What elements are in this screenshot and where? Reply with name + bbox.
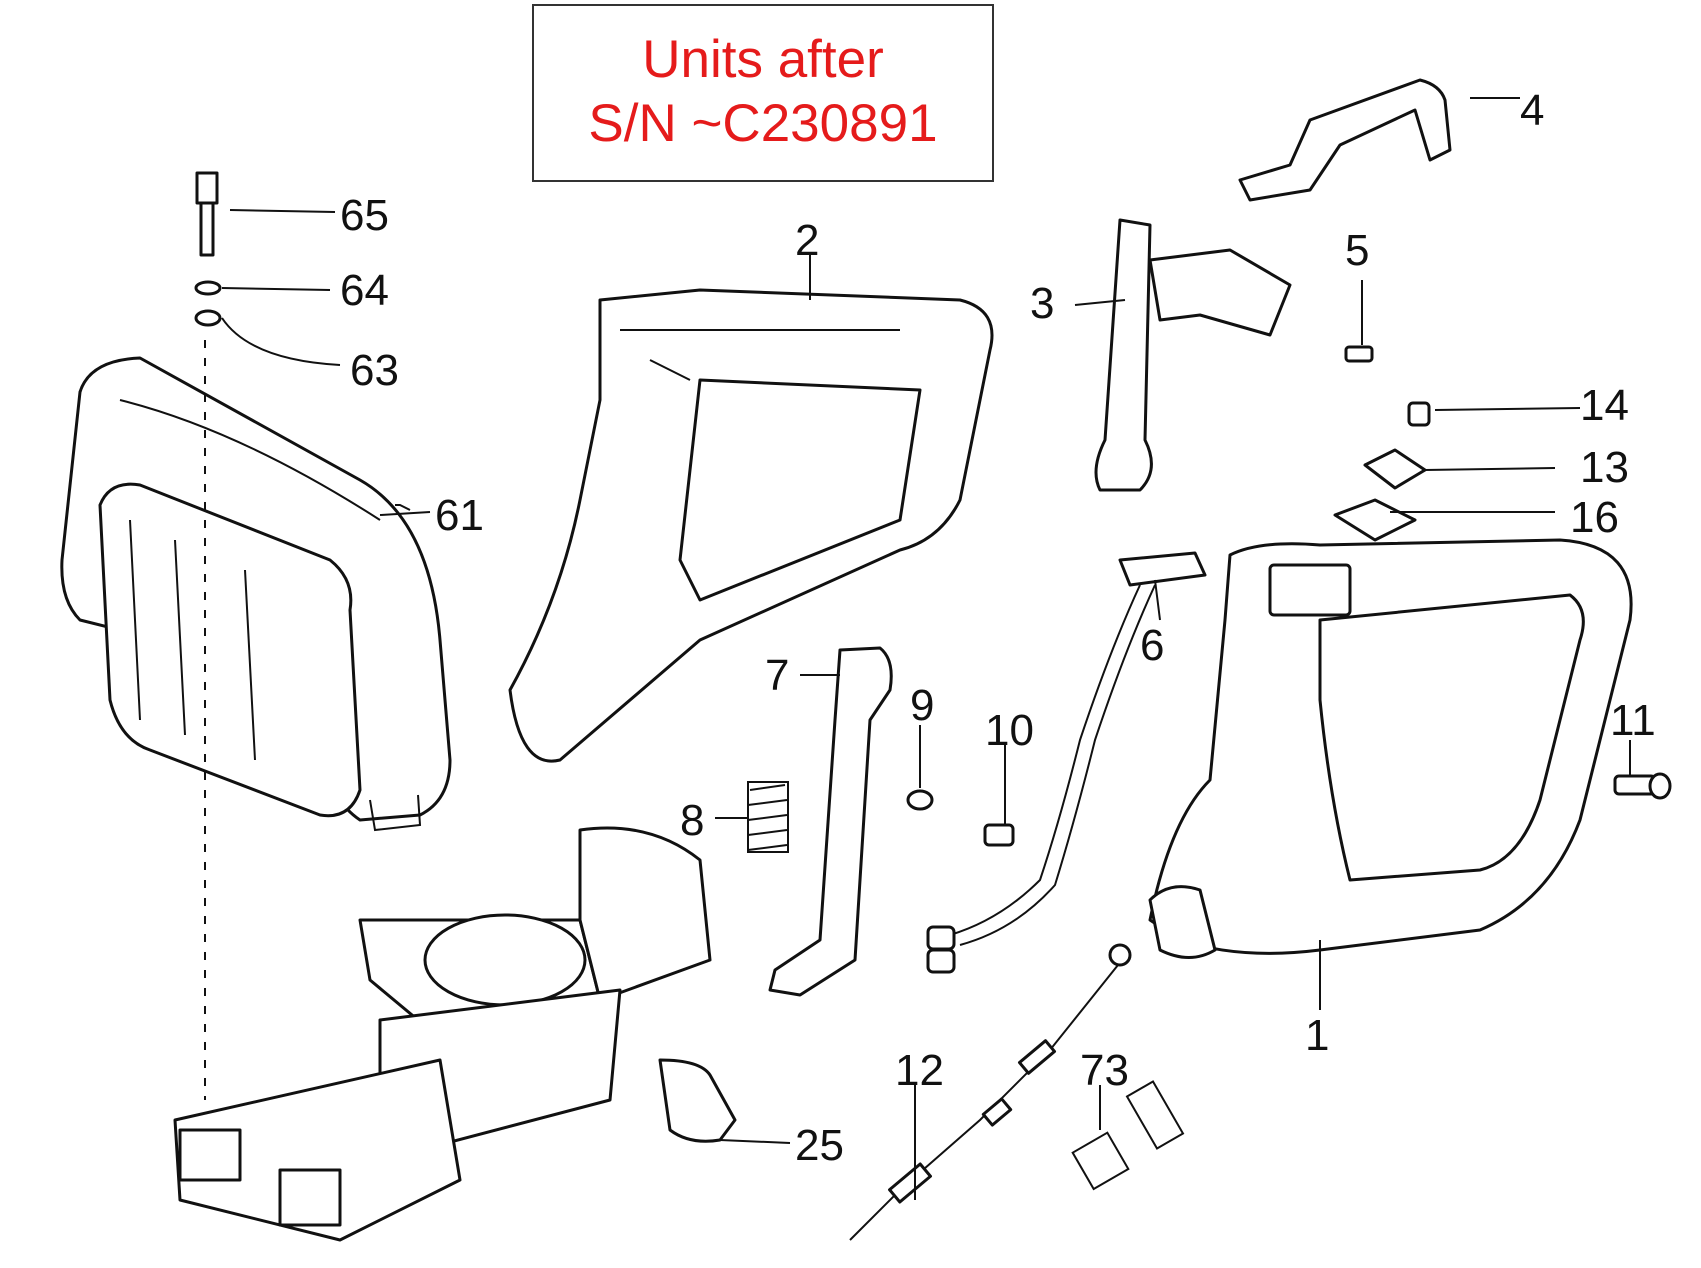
- part-1-rear-handle: [1148, 538, 1633, 959]
- callout-61: 61: [435, 491, 484, 540]
- callout-9: 9: [910, 681, 934, 730]
- part-3-throttle-lever: [1094, 218, 1292, 492]
- callout-1: 1: [1305, 1011, 1329, 1060]
- notice-line-1: Units after: [642, 30, 884, 89]
- callout-3: 3: [1030, 279, 1054, 328]
- part-4-lockout-bracket: [1238, 78, 1452, 202]
- part-64-lock-washer: [194, 280, 222, 296]
- callout-4: 4: [1520, 86, 1544, 135]
- part-11-screw: [1613, 772, 1672, 800]
- callout-73: 73: [1080, 1046, 1129, 1095]
- part-63-washer: [194, 309, 222, 327]
- leader-lines: [221, 97, 1631, 1200]
- part-7-trigger: [768, 646, 893, 997]
- part-16-pad: [1333, 498, 1417, 542]
- callout-6: 6: [1140, 621, 1164, 670]
- callout-14: 14: [1580, 381, 1629, 430]
- callout-10: 10: [985, 706, 1034, 755]
- serial-number-notice: Units after S/N ~C230891: [532, 4, 994, 182]
- callout-2: 2: [795, 216, 819, 265]
- callout-8: 8: [680, 796, 704, 845]
- part-73-springs: [1071, 1080, 1185, 1191]
- part-25-clip: [658, 1058, 737, 1143]
- callout-13: 13: [1580, 443, 1629, 492]
- callout-25: 25: [795, 1121, 844, 1170]
- part-14-screw: [1407, 401, 1431, 427]
- part-10-screw: [983, 823, 1015, 847]
- part-2-housing: [508, 288, 994, 763]
- gear-housing-base: [173, 826, 712, 1242]
- callout-64: 64: [340, 266, 389, 315]
- part-12-throttle-cable: [849, 943, 1132, 1241]
- callout-5: 5: [1345, 226, 1369, 275]
- callout-11: 11: [1610, 696, 1656, 745]
- callout-16: 16: [1570, 493, 1619, 542]
- part-6-switch: [926, 551, 1207, 974]
- callout-labels: 65 64 63 61 2 3 4 5 14 13 16 6 7 9 10 11…: [340, 86, 1656, 1170]
- part-5-screw: [1344, 345, 1374, 363]
- part-8-spring: [747, 781, 789, 853]
- callout-7: 7: [765, 651, 789, 700]
- part-61-front-guard: [60, 356, 452, 832]
- callout-65: 65: [340, 191, 389, 240]
- callout-12: 12: [895, 1046, 944, 1095]
- part-9-washer: [906, 789, 934, 811]
- notice-line-2: S/N ~C230891: [588, 94, 938, 153]
- part-65-bolt: [195, 171, 219, 257]
- part-13-clip: [1363, 448, 1427, 490]
- callout-63: 63: [350, 346, 399, 395]
